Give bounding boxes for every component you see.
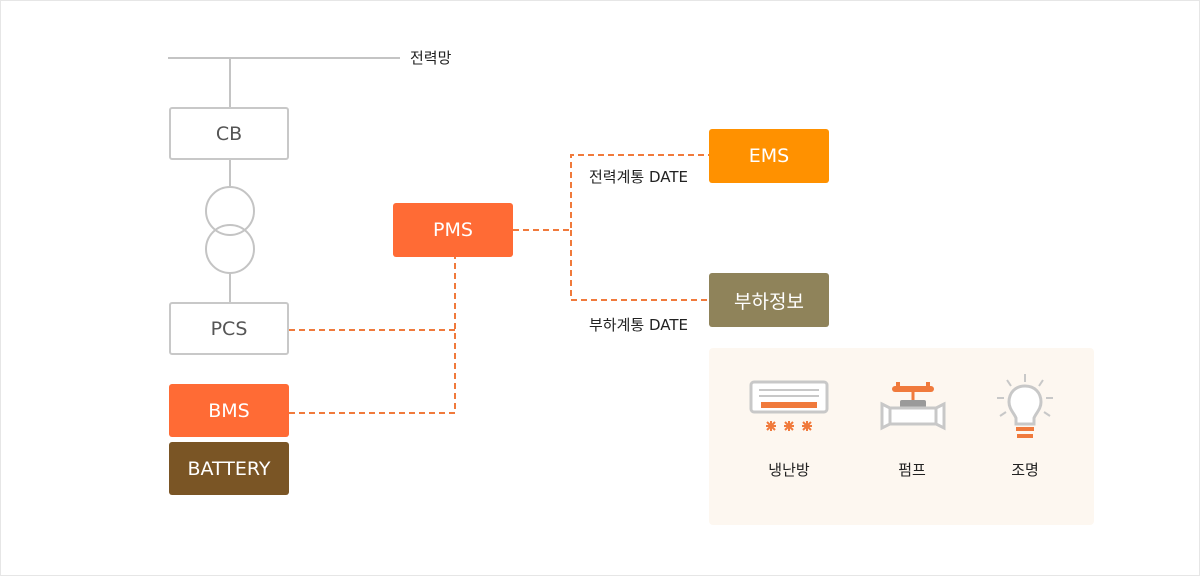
grid-label: 전력망 <box>410 49 452 67</box>
battery-node: BATTERY <box>169 442 289 495</box>
ems-label: EMS <box>748 145 790 167</box>
ems-node: EMS <box>709 129 829 183</box>
pms-to-load-link <box>570 230 709 301</box>
ems-link-label: 전력계통 DATE <box>589 168 688 186</box>
load-label-hvac: 냉난방 <box>768 461 810 479</box>
cb-node: CB <box>169 107 289 160</box>
bms-label: BMS <box>208 399 250 422</box>
pms-label: PMS <box>433 219 473 241</box>
transformer-lower-coil <box>205 224 255 274</box>
bms-to-pms-link <box>289 257 456 414</box>
load-panel: 냉난방 펌프 <box>709 348 1094 525</box>
light-bulb-icon <box>997 374 1053 438</box>
bms-node: BMS <box>169 384 289 437</box>
load-link-label: 부하계통 DATE <box>589 316 688 334</box>
pcs-label: PCS <box>210 317 248 340</box>
transformer-upper-coil <box>205 186 255 236</box>
battery-label: BATTERY <box>187 457 271 480</box>
load-item-pump: 펌프 <box>852 348 972 525</box>
load-label-lighting: 조명 <box>1011 461 1039 479</box>
pms-to-ems-link <box>513 154 709 231</box>
pms-node: PMS <box>393 203 513 257</box>
cb-label: CB <box>215 122 243 145</box>
load-item-hvac: 냉난방 <box>729 348 849 525</box>
load-info-node: 부하정보 <box>709 273 829 327</box>
air-conditioner-icon <box>749 380 829 431</box>
load-info-label: 부하정보 <box>734 290 804 313</box>
load-label-pump: 펌프 <box>898 461 926 479</box>
load-item-lighting: 조명 <box>965 348 1085 525</box>
pump-icon <box>880 382 946 431</box>
pcs-node: PCS <box>169 302 289 355</box>
